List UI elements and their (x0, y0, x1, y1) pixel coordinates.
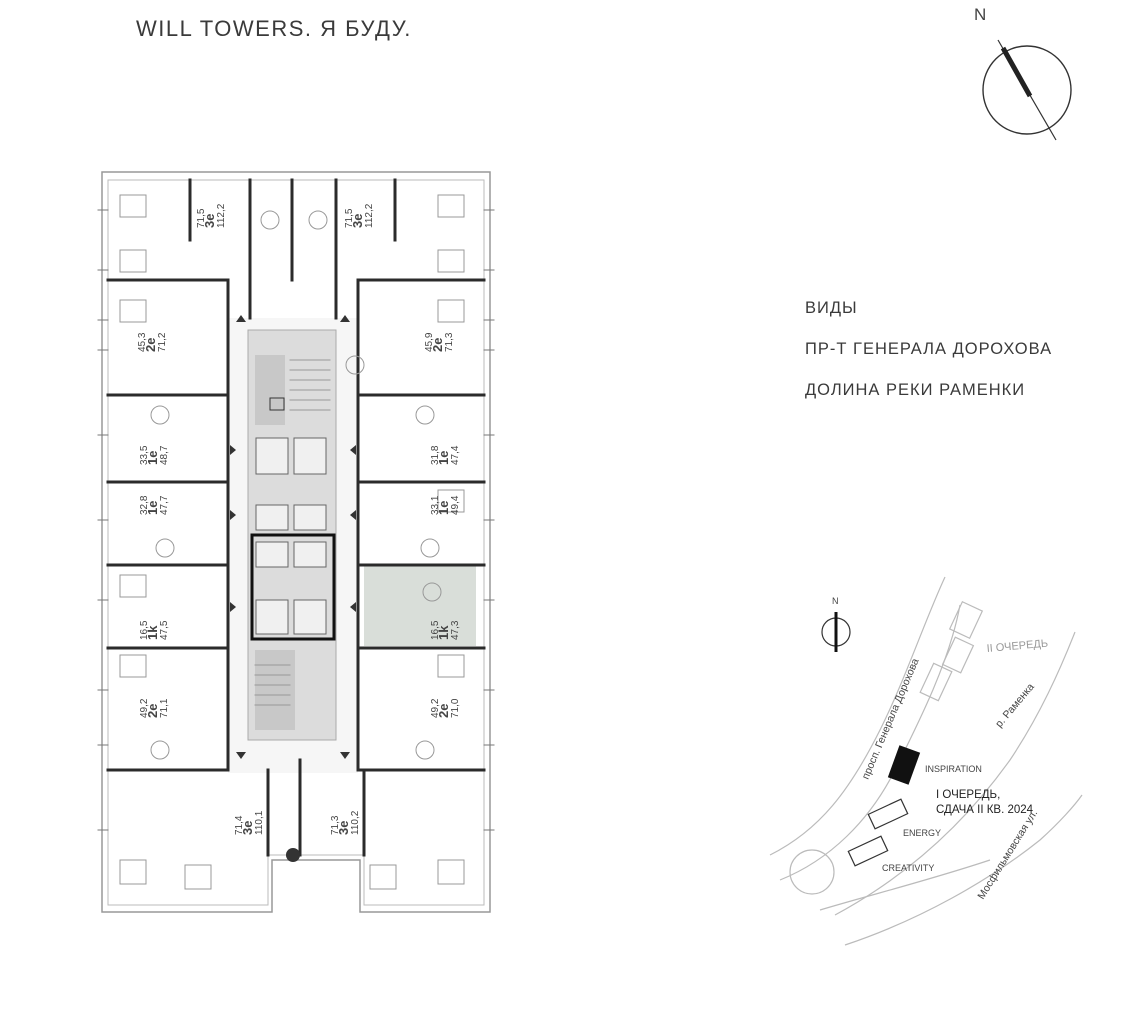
svg-text:45,3: 45,3 (137, 332, 148, 352)
phase2-label: II ОЧЕРЕДЬ (986, 638, 1048, 655)
fire-hose-icon (269, 397, 285, 411)
inspiration-building (887, 745, 921, 785)
svg-text:2e: 2e (430, 338, 445, 352)
stair-shaft-top (255, 355, 285, 425)
svg-text:49,4: 49,4 (450, 495, 461, 515)
svg-text:2e: 2e (143, 338, 158, 352)
creativity-building (847, 835, 889, 867)
svg-text:47,5: 47,5 (159, 620, 170, 640)
svg-text:110,2: 110,2 (350, 810, 361, 835)
inspiration-label: INSPIRATION (925, 764, 982, 774)
svg-text:71,0: 71,0 (450, 698, 461, 718)
walls-left (106, 178, 270, 857)
site-map-phase2-buildings (919, 600, 984, 702)
stair-shaft-bottom (255, 650, 295, 730)
compass-circle-icon (982, 45, 1072, 135)
page-title: WILL TOWERS. Я БУДУ. (136, 16, 412, 41)
svg-text:71,1: 71,1 (159, 698, 170, 718)
svg-text:48,7: 48,7 (159, 445, 170, 465)
svg-text:2e: 2e (145, 704, 160, 718)
creativity-label: CREATIVITY (882, 863, 934, 873)
view-item-1: ПР-Т ГЕНЕРАЛА ДОРОХОВА (805, 340, 1053, 358)
highlighted-unit (364, 566, 476, 646)
svg-text:3e: 3e (350, 214, 365, 228)
building-outline (101, 171, 491, 913)
unit-label: 45,9 2e 71,3 (424, 332, 455, 352)
svg-text:71,3: 71,3 (444, 332, 455, 352)
svg-text:33,5: 33,5 (139, 445, 150, 465)
views-list: ВИДЫ ПР-Т ГЕНЕРАЛА ДОРОХОВА ДОЛИНА РЕКИ … (805, 288, 1052, 411)
river-label: р. Раменка (993, 681, 1037, 730)
svg-text:1e: 1e (436, 501, 451, 515)
elevators (255, 437, 327, 635)
unit-label: 16,5 1k 47,3 (430, 620, 461, 640)
compass-needle-icon (1000, 46, 1033, 98)
phase1-label-line1: I ОЧЕРЕДЬ, (936, 789, 1000, 801)
svg-text:45,9: 45,9 (424, 332, 435, 352)
road-label-mosfilmovskaya: Мосфильмовская ул. (975, 808, 1040, 902)
svg-text:1k: 1k (145, 625, 160, 640)
site-map: N просп. Генерала Дорохова р. Раменка Мо… (769, 576, 1083, 946)
unit-label: 32,8 1e 47,7 (139, 495, 170, 515)
svg-text:71,5: 71,5 (196, 208, 207, 228)
unit-label: 31,8 1e 47,4 (430, 445, 461, 465)
unit-label: 49,2 2e 71,1 (139, 698, 170, 718)
walls-right (290, 178, 486, 857)
unit-label: 71,3 3e 110,2 (330, 810, 361, 835)
svg-text:47,7: 47,7 (159, 495, 170, 515)
svg-text:112,2: 112,2 (216, 203, 227, 228)
views-heading: ВИДЫ (805, 299, 858, 317)
compass-north-label: N (974, 5, 986, 24)
site-map-roads (769, 576, 1083, 946)
svg-text:N: N (832, 596, 839, 606)
svg-text:71,2: 71,2 (157, 332, 168, 352)
windows (97, 209, 495, 831)
svg-text:47,4: 47,4 (450, 445, 461, 465)
phase1-label-line2: СДАЧА II КВ. 2024 (936, 804, 1034, 816)
unit-label: 33,1 1e 49,4 (430, 495, 461, 515)
svg-text:1k: 1k (436, 625, 451, 640)
entry-arrows-icon (230, 315, 356, 759)
svg-text:71,3: 71,3 (330, 815, 341, 835)
stairs-bottom-icon (254, 664, 291, 706)
energy-building (867, 798, 909, 830)
unit-label: 49,2 2e 71,0 (430, 698, 461, 718)
unit-label: 16,5 1k 47,5 (139, 620, 170, 640)
svg-text:3e: 3e (202, 214, 217, 228)
column-marker-icon (286, 848, 300, 862)
svg-text:112,2: 112,2 (364, 203, 375, 228)
svg-text:2e: 2e (436, 704, 451, 718)
svg-text:1e: 1e (145, 501, 160, 515)
floor-plan: 71,5 3e 112,2 71,5 3e 112,2 45,3 2e 71,2… (97, 171, 495, 913)
svg-text:47,3: 47,3 (450, 620, 461, 640)
svg-text:1e: 1e (436, 451, 451, 465)
svg-text:3e: 3e (336, 821, 351, 835)
unit-label: 45,3 2e 71,2 (137, 332, 168, 352)
elevator-lobby-highlight (250, 533, 336, 641)
compass: N (974, 5, 1072, 141)
svg-text:33,1: 33,1 (430, 495, 441, 515)
unit-label: 33,5 1e 48,7 (139, 445, 170, 465)
svg-text:16,5: 16,5 (139, 620, 150, 640)
energy-label: ENERGY (903, 828, 941, 838)
svg-text:32,8: 32,8 (139, 495, 150, 515)
furniture (119, 194, 465, 890)
svg-text:110,1: 110,1 (254, 810, 265, 835)
svg-text:16,5: 16,5 (430, 620, 441, 640)
svg-text:1e: 1e (145, 451, 160, 465)
svg-text:49,2: 49,2 (139, 698, 150, 718)
unit-label: 71,5 3e 112,2 (196, 203, 227, 228)
svg-text:71,4: 71,4 (234, 815, 245, 835)
svg-text:31,8: 31,8 (430, 445, 441, 465)
svg-text:49,2: 49,2 (430, 698, 441, 718)
unit-label: 71,4 3e 110,1 (234, 810, 265, 835)
view-item-2: ДОЛИНА РЕКИ РАМЕНКИ (805, 381, 1026, 399)
stairs-top-icon (289, 359, 331, 411)
svg-text:3e: 3e (240, 821, 255, 835)
unit-label: 71,5 3e 112,2 (344, 203, 375, 228)
site-map-compass: N (821, 596, 851, 652)
unit-labels: 71,5 3e 112,2 71,5 3e 112,2 45,3 2e 71,2… (137, 203, 461, 835)
svg-text:71,5: 71,5 (344, 208, 355, 228)
